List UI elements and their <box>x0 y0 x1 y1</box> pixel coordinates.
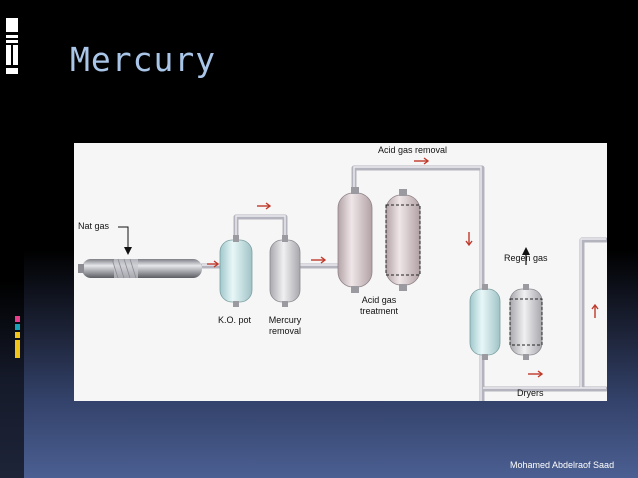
flow-arrow-ko-mercury <box>257 202 272 210</box>
flow-arrow-dryers <box>528 370 544 378</box>
nat-gas-feed-vessel <box>78 258 202 279</box>
nat-gas-pointer <box>118 226 129 250</box>
pipe-right-riser <box>579 237 607 392</box>
flow-arrow-to-acid <box>311 256 327 264</box>
flow-arrow-up <box>591 303 599 318</box>
label-acid-gas-removal: Acid gas removal <box>378 145 448 155</box>
flow-arrows <box>207 157 599 378</box>
process-diagram: Nat gas Acid gas removal K.O. pot Mercur… <box>74 143 607 401</box>
label-nat-gas: Nat gas <box>78 221 110 231</box>
mercury-removal-vessel <box>269 235 301 307</box>
label-ko-pot: K.O. pot <box>218 315 252 325</box>
label-mercury-removal: Mercury removal <box>262 315 308 337</box>
label-mercury-line1: Mercury <box>268 315 302 325</box>
label-mercury-line2: removal <box>268 326 301 336</box>
dryer-vessel-1 <box>469 284 501 360</box>
left-side-bar-shade <box>0 0 24 478</box>
acid-gas-regenerator-vessel <box>385 189 421 291</box>
ko-pot-vessel <box>219 235 253 307</box>
flow-arrow-acid-removal <box>414 157 430 165</box>
decorative-grid-icon <box>6 18 18 74</box>
label-dryers: Dryers <box>517 388 544 398</box>
flow-arrow-down <box>465 232 473 247</box>
label-acid-gas-line2: treatment <box>359 306 399 316</box>
process-diagram-drawing <box>78 157 607 401</box>
dryer-vessel-2 <box>509 284 543 360</box>
acid-gas-absorber-vessel <box>337 187 373 293</box>
decorative-color-bars <box>15 316 20 358</box>
label-acid-gas-treatment: Acid gas treatment <box>354 295 404 317</box>
pipe-ko-pot-to-mercury <box>233 214 288 243</box>
label-acid-gas-line1: Acid gas <box>361 295 397 305</box>
label-regen-gas: Regen gas <box>504 253 548 263</box>
footer-author: Mohamed Abdelraof Saad <box>510 460 615 470</box>
slide-title: Mercury <box>70 40 217 79</box>
left-side-bar <box>0 0 24 478</box>
flow-arrow-feed <box>207 260 220 268</box>
